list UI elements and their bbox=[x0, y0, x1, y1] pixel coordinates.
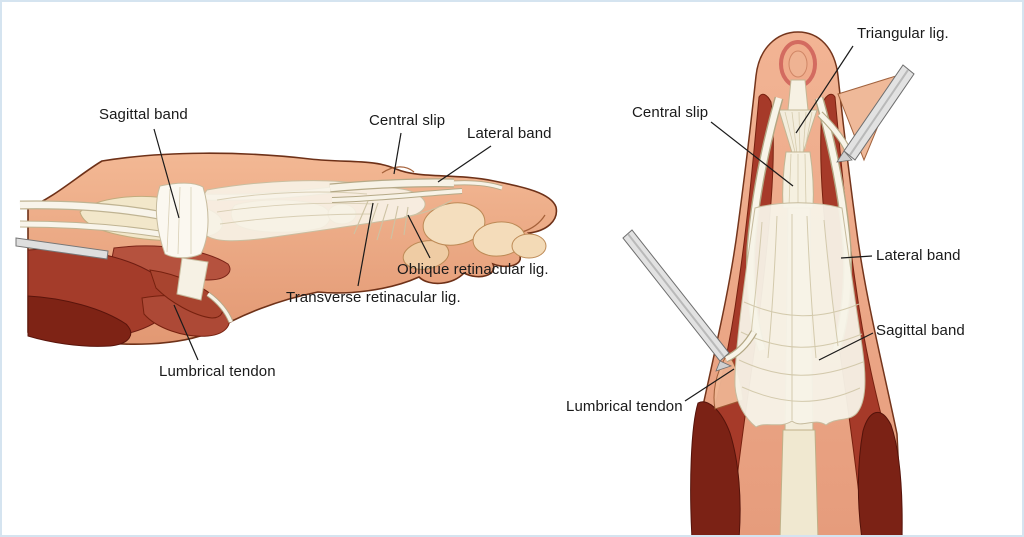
retractor-lower-left bbox=[622, 229, 733, 372]
label-lateral-band-right: Lateral band bbox=[876, 247, 961, 264]
label-sagittal-band-right: Sagittal band bbox=[876, 322, 965, 339]
leader-transverse-retinacular bbox=[357, 202, 374, 287]
retractor-upper-right bbox=[836, 64, 915, 163]
leader-lines bbox=[153, 45, 874, 402]
label-lumbrical-tendon-left: Lumbrical tendon bbox=[159, 363, 276, 380]
lumbrical-tendon-structure bbox=[206, 291, 234, 323]
probe-instrument bbox=[15, 237, 109, 260]
leader-sagittal-band-left bbox=[153, 128, 180, 219]
muscle-lower-left bbox=[690, 401, 741, 535]
label-central-slip-right: Central slip bbox=[632, 104, 709, 121]
leader-central-slip-right bbox=[710, 121, 794, 187]
terminal-tendon bbox=[787, 79, 809, 111]
leader-lumbrical-left bbox=[173, 304, 199, 361]
label-central-slip-left: Central slip bbox=[369, 112, 446, 129]
leader-lateral-band-left bbox=[437, 145, 492, 183]
label-transverse-retinacular: Transverse retinacular lig. bbox=[286, 289, 461, 306]
hood-fibers bbox=[216, 191, 375, 225]
knuckle-crease bbox=[381, 166, 546, 233]
label-lumbrical-tendon-right: Lumbrical tendon bbox=[566, 398, 683, 415]
label-triangular-lig: Triangular lig. bbox=[857, 25, 949, 42]
leader-triangular-lig bbox=[795, 45, 854, 134]
sagittal-band-fibers bbox=[166, 186, 192, 255]
lateral-band-cord bbox=[331, 180, 503, 203]
triangular-ligament-fibers bbox=[784, 111, 813, 155]
sagittal-band-structure bbox=[155, 182, 209, 259]
label-lateral-band-left: Lateral band bbox=[467, 125, 552, 142]
label-sagittal-band-left: Sagittal band bbox=[99, 106, 188, 123]
central-slip-fibers bbox=[788, 153, 807, 207]
nail bbox=[788, 50, 808, 78]
label-oblique-retinacular: Oblique retinacular lig. bbox=[397, 261, 549, 278]
leader-lateral-band-right bbox=[840, 255, 873, 259]
flexed-finger-knuckles bbox=[402, 202, 547, 270]
central-slip-cord bbox=[329, 178, 455, 193]
sagittal-band-fibers-right-figure bbox=[738, 214, 864, 420]
pulley bbox=[176, 257, 209, 301]
phalanx-bone bbox=[779, 429, 819, 535]
leader-oblique-retinacular bbox=[407, 214, 431, 259]
muscle-lower-right bbox=[857, 412, 903, 535]
leader-lumbrical-right bbox=[684, 368, 735, 402]
figure-lateral-view bbox=[15, 152, 558, 347]
leader-sagittal-band-right bbox=[818, 332, 874, 361]
leader-central-slip-left bbox=[393, 132, 402, 175]
lumbrical-tendon-structure-right bbox=[724, 330, 758, 363]
figure-dorsal-view bbox=[622, 31, 915, 535]
